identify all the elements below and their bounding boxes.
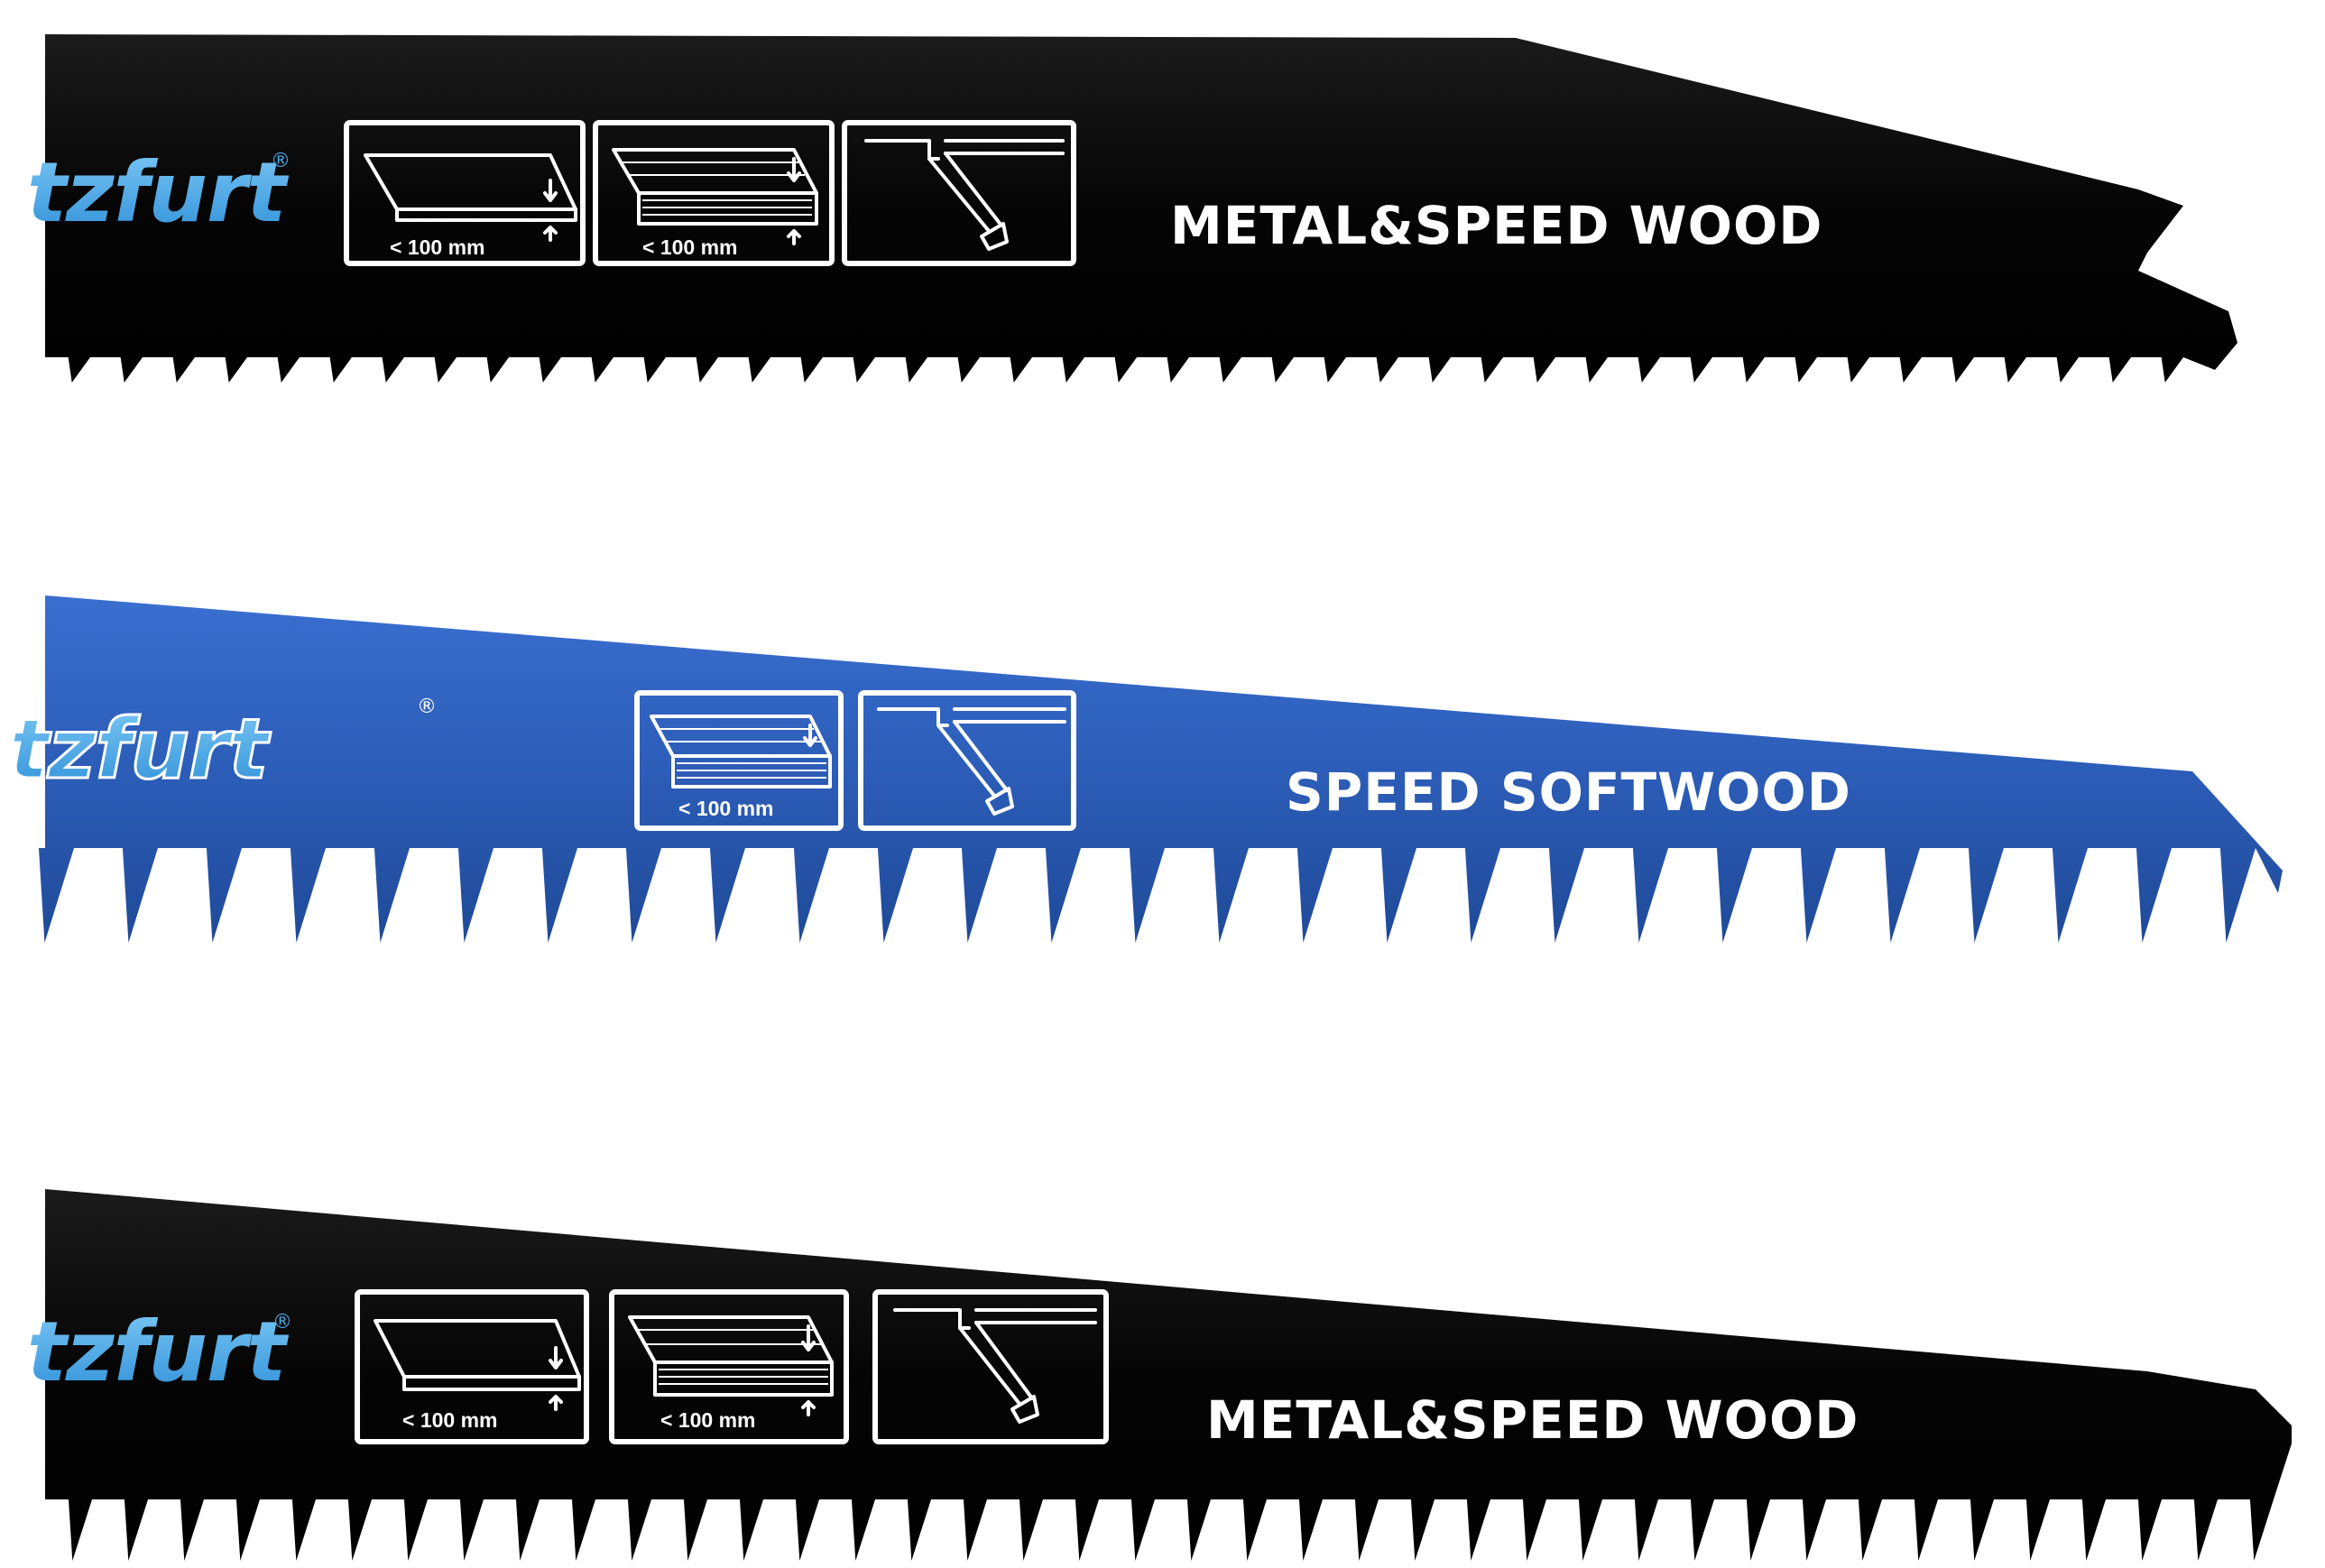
wood-board-icon: < 100 mm [593, 120, 835, 266]
blade-middle-body [38, 595, 2283, 943]
thickness-caption: < 100 mm [660, 1408, 756, 1432]
metal-sheet-icon: < 100 mm [344, 120, 586, 266]
blade-label: METAL&SPEED WOOD [1170, 195, 1822, 256]
logo-text: tzfurt [27, 1304, 289, 1400]
blade-bottom: tzfurt ® < 100 mm < 100 mm METAL&SPEED [27, 1189, 2292, 1561]
logo-text: tzfurt [9, 701, 271, 798]
brand-logo: tzfurt ® [27, 1304, 292, 1400]
registered-mark: ® [271, 150, 291, 172]
thickness-caption: < 100 mm [402, 1408, 498, 1432]
blade-top-body [45, 34, 2237, 383]
wood-board-icon: < 100 mm [634, 690, 844, 831]
registered-mark: ® [272, 1311, 292, 1333]
metal-sheet-icon: < 100 mm [355, 1289, 589, 1444]
straight-cut-icon [842, 120, 1076, 266]
blade-label: METAL&SPEED WOOD [1206, 1389, 1859, 1451]
blade-top: tzfurt ® < 100 mm < 100 mm [27, 34, 2237, 383]
brand-logo: tzfurt ® [8, 696, 438, 799]
blade-label: SPEED SOFTWOOD [1286, 761, 1851, 823]
logo-text: tzfurt [27, 144, 289, 241]
wood-board-icon: < 100 mm [609, 1289, 849, 1444]
blade-middle: tzfurt ® < 100 mm SPEED SOFTWOOD [8, 595, 2283, 943]
straight-cut-icon [858, 690, 1076, 831]
registered-mark: ® [417, 696, 437, 718]
thickness-caption: < 100 mm [390, 235, 485, 259]
thickness-caption: < 100 mm [642, 235, 738, 259]
straight-cut-icon [872, 1289, 1109, 1444]
blade-bottom-body [45, 1189, 2292, 1561]
brand-logo: tzfurt ® [27, 144, 291, 241]
thickness-caption: < 100 mm [678, 797, 774, 820]
